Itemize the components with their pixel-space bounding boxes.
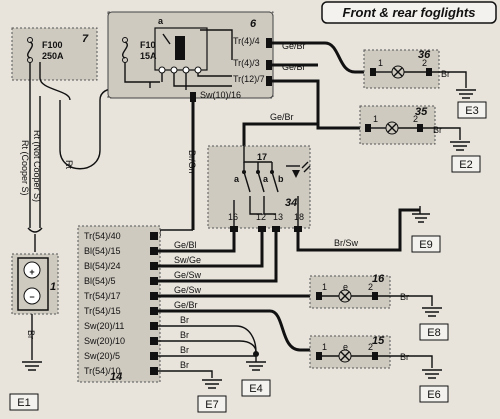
component-tag-36: 36 — [418, 49, 431, 61]
wire-label-ge-br-2: Ge/Br — [282, 62, 306, 72]
fuse-box-7 — [11, 27, 98, 81]
earth-e9-symbol — [412, 206, 430, 223]
earth-e2-label: E2 — [459, 159, 472, 171]
earth-e8-label: E7 — [205, 399, 218, 411]
wire-label-br-e2: Br — [433, 125, 442, 135]
pin-bl54-15: Bl(54)/15 — [84, 246, 121, 256]
switch-pin-12: 12 — [256, 212, 266, 222]
battery-icon — [17, 257, 49, 311]
lamp35-pin2: 2 — [413, 114, 418, 124]
switch-pin-13: 13 — [273, 212, 283, 222]
earth-e3-label: E3 — [465, 105, 478, 117]
switch-a2-label: a — [263, 174, 269, 184]
component-tag-6: 6 — [250, 18, 257, 30]
lamp-35-icon — [365, 121, 423, 135]
row-label-br-4: Br — [180, 360, 189, 370]
title-frame — [321, 1, 497, 24]
wire-label-rt-not-cooper: Rt (Not Cooper S) — [32, 130, 42, 202]
pin-sw10-16: Sw(10)/16 — [200, 90, 241, 100]
earth-e9-label: E9 — [419, 239, 432, 251]
battery-minus: − — [29, 292, 34, 302]
pin-tr54-10: Tr(54)/10 — [84, 366, 121, 376]
switch-contacts-icon — [242, 146, 311, 193]
lamp35-pin1: 1 — [373, 114, 378, 124]
row-label-ge-sw-1: Ge/Sw — [174, 270, 202, 280]
lamp15-pin1: 1 — [322, 342, 327, 352]
fuse-f10-rating: 15A — [140, 51, 157, 61]
switch-pin-16: 16 — [228, 212, 238, 222]
component-tag-15: 15 — [372, 335, 385, 347]
lamp-15-icon — [316, 349, 378, 363]
earth-e6-symbol — [422, 369, 442, 379]
battery-plus: + — [29, 267, 34, 277]
lamp36-pin1: 1 — [378, 58, 383, 68]
wire-label-br-e1: Br — [26, 330, 36, 339]
pin-sw20-11: Sw(20)/11 — [84, 321, 124, 331]
pin-tr54-17: Tr(54)/17 — [84, 291, 121, 301]
component-tag-34: 34 — [285, 197, 297, 209]
relay-a-label: a — [158, 16, 164, 26]
lamp-36-icon — [370, 65, 432, 79]
switch-pin-17: 17 — [257, 152, 267, 162]
diagram-title: Front & rear foglights — [343, 5, 476, 20]
lamp15-pin2: 2 — [368, 342, 373, 352]
pin-tr4-3: Tr(4)/3 — [233, 58, 260, 68]
earth-e8-symbol — [202, 379, 222, 389]
row-label-br-1: Br — [180, 315, 189, 325]
component-tag-16: 16 — [372, 273, 385, 285]
pin-tr4-4: Tr(4)/4 — [233, 36, 260, 46]
earth-e7-label: E8 — [427, 327, 440, 339]
row-label-ge-bl: Ge/Bl — [174, 240, 197, 250]
switch-a1-label: a — [234, 174, 240, 184]
lamp16-pin1: 1 — [322, 282, 327, 292]
earth-e6-label: E6 — [427, 389, 440, 401]
earth-e2-symbol — [450, 141, 470, 151]
earth-e3-symbol — [456, 89, 476, 99]
pin-bl54-24: Bl(54)/24 — [84, 261, 121, 271]
earth-e4-label: E4 — [249, 383, 262, 395]
wire-label-rt-cooper: Rt (Cooper S) — [20, 140, 30, 196]
earth-e7-symbol — [422, 307, 442, 317]
switch-b-label: b — [278, 174, 284, 184]
earth-e1-label: E1 — [17, 397, 30, 409]
wire-label-br-e3: Br — [441, 69, 450, 79]
fuse-f100-rating: 250A — [42, 51, 64, 61]
row-label-br-3: Br — [180, 345, 189, 355]
lamp16-pin-e: e — [343, 282, 348, 292]
wire-label-br-gn: Br/Gn — [187, 150, 197, 174]
wire-label-br-e6: Br — [400, 352, 409, 362]
pin-bl54-5: Bl(54)/5 — [84, 276, 116, 286]
row-label-sw-ge: Sw/Ge — [174, 255, 201, 265]
wire-label-rt: Rt — [64, 160, 74, 169]
fuse-f10-label: F10 — [140, 40, 156, 50]
fuse-f100-label: F100 — [42, 40, 63, 50]
wire-label-ge-br-1: Ge/Br — [282, 41, 306, 51]
earth-e1-symbol — [22, 361, 42, 371]
switch-pin-18: 18 — [294, 212, 304, 222]
pin-sw20-10: Sw(20)/10 — [84, 336, 125, 346]
row-label-ge-br: Ge/Br — [174, 300, 198, 310]
lamp16-pin2: 2 — [368, 282, 373, 292]
row-label-ge-sw-2: Ge/Sw — [174, 285, 202, 295]
wire-label-br-e7: Br — [400, 292, 409, 302]
lamp36-pin2: 2 — [422, 58, 427, 68]
wire-label-ge-br-3: Ge/Br — [270, 112, 294, 122]
component-tag-1: 1 — [50, 281, 56, 293]
row-label-br-2: Br — [180, 330, 189, 340]
component-tag-35: 35 — [415, 106, 428, 118]
wire-label-br-sw: Br/Sw — [334, 238, 359, 248]
fuse-relay-box-6 — [107, 11, 274, 99]
connector-block-14 — [77, 225, 161, 383]
pin-tr54-40: Tr(54)/40 — [84, 231, 121, 241]
component-tag-7: 7 — [82, 33, 89, 45]
pin-tr12-7: Tr(12)/7 — [233, 74, 265, 84]
pin-tr54-15: Tr(54)/15 — [84, 306, 121, 316]
lamp-16-icon — [316, 289, 378, 303]
pin-sw20-5: Sw(20)/5 — [84, 351, 120, 361]
lamp15-pin-e: e — [343, 342, 348, 352]
component-tag-14: 14 — [110, 371, 122, 383]
earth-e4-symbol — [246, 351, 266, 371]
